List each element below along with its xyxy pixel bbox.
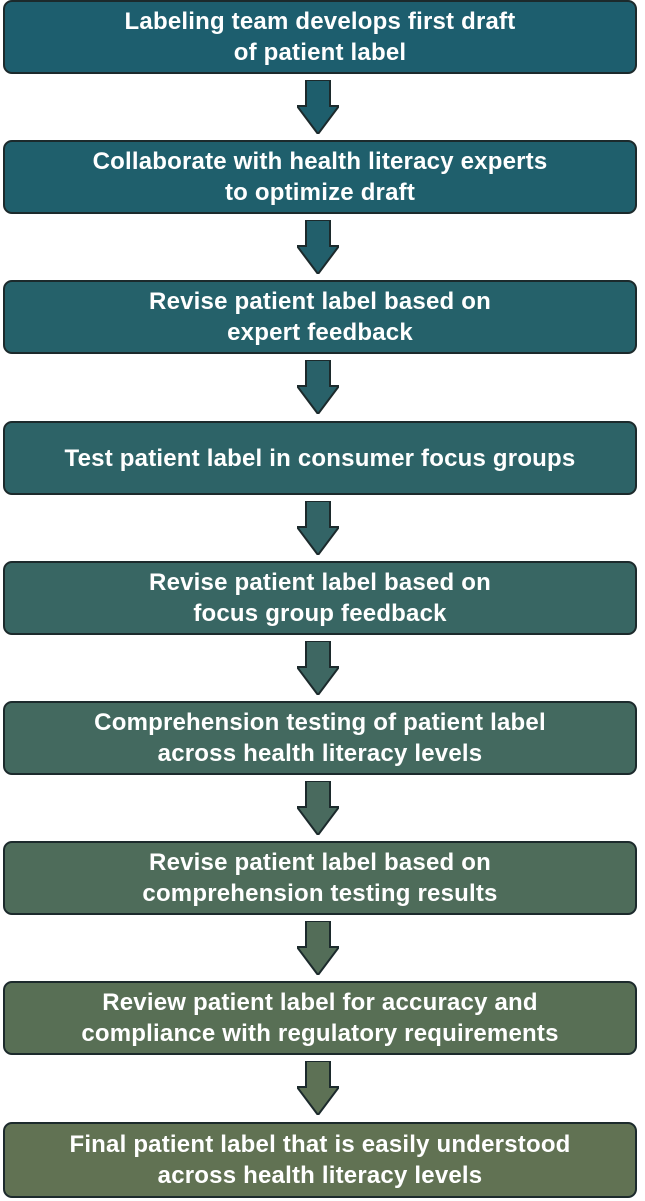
step-revise-expert-feedback: Revise patient label based on expert fee…	[3, 280, 637, 354]
down-arrow-icon	[297, 360, 339, 414]
step-label: Collaborate with health literacy experts…	[92, 148, 548, 206]
down-arrow-icon	[297, 1061, 339, 1115]
step-final-label: Final patient label that is easily under…	[3, 1122, 637, 1198]
step-revise-focus-group-feedback: Revise patient label based on focus grou…	[3, 561, 637, 635]
step-regulatory-review: Review patient label for accuracy and co…	[3, 981, 637, 1055]
step-label: Final patient label that is easily under…	[69, 1131, 571, 1189]
step-focus-group-testing: Test patient label in consumer focus gro…	[3, 421, 637, 495]
step-label: Labeling team develops first draft of pa…	[124, 8, 516, 66]
step-label: Revise patient label based on focus grou…	[149, 569, 491, 627]
step-label: Revise patient label based on comprehens…	[142, 849, 498, 907]
down-arrow-icon	[297, 501, 339, 555]
down-arrow-icon	[297, 80, 339, 134]
down-arrow-icon	[297, 921, 339, 975]
down-arrow-icon	[297, 641, 339, 695]
down-arrow-icon	[297, 220, 339, 274]
step-revise-comprehension-results: Revise patient label based on comprehens…	[3, 841, 637, 915]
step-label: Comprehension testing of patient label a…	[94, 709, 546, 767]
step-expert-collaboration: Collaborate with health literacy experts…	[3, 140, 637, 214]
step-label: Review patient label for accuracy and co…	[81, 989, 559, 1047]
step-label: Test patient label in consumer focus gro…	[64, 444, 576, 472]
down-arrow-icon	[297, 781, 339, 835]
step-comprehension-testing: Comprehension testing of patient label a…	[3, 701, 637, 775]
step-draft-label: Labeling team develops first draft of pa…	[3, 0, 637, 74]
step-label: Revise patient label based on expert fee…	[149, 288, 491, 346]
